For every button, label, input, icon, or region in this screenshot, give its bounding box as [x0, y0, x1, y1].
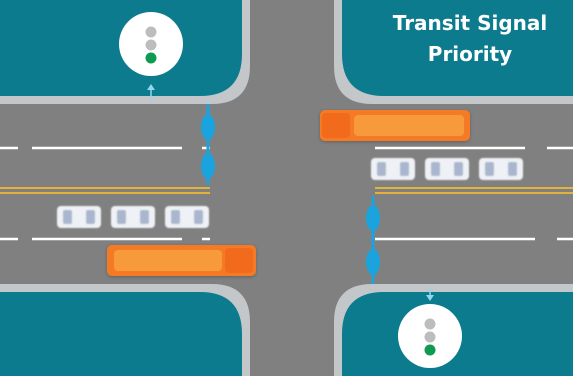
detectors-right — [366, 196, 380, 284]
traffic-signal-icon — [398, 304, 462, 368]
lane-markings — [0, 146, 573, 241]
signal-connector-top — [147, 84, 155, 100]
car — [425, 158, 469, 180]
car — [479, 158, 523, 180]
detector-loop — [201, 114, 215, 140]
diagram-title: Transit Signal Priority — [375, 8, 565, 70]
car — [371, 158, 415, 180]
car — [57, 206, 101, 228]
detectors-left — [201, 104, 215, 185]
car — [165, 206, 209, 228]
detector-loop — [366, 249, 380, 275]
traffic-signal-icon — [119, 12, 183, 76]
cars-left — [57, 206, 209, 228]
signal-connector-bottom — [426, 288, 434, 301]
cars-right — [371, 158, 523, 180]
detector-loop — [366, 205, 380, 231]
diagram-title-line-1: Transit Signal — [392, 11, 548, 35]
bus-eastbound — [107, 245, 256, 276]
car — [111, 206, 155, 228]
diagram-title-line-2: Priority — [427, 42, 513, 66]
detector-loop — [201, 153, 215, 179]
bus-westbound — [320, 110, 470, 141]
